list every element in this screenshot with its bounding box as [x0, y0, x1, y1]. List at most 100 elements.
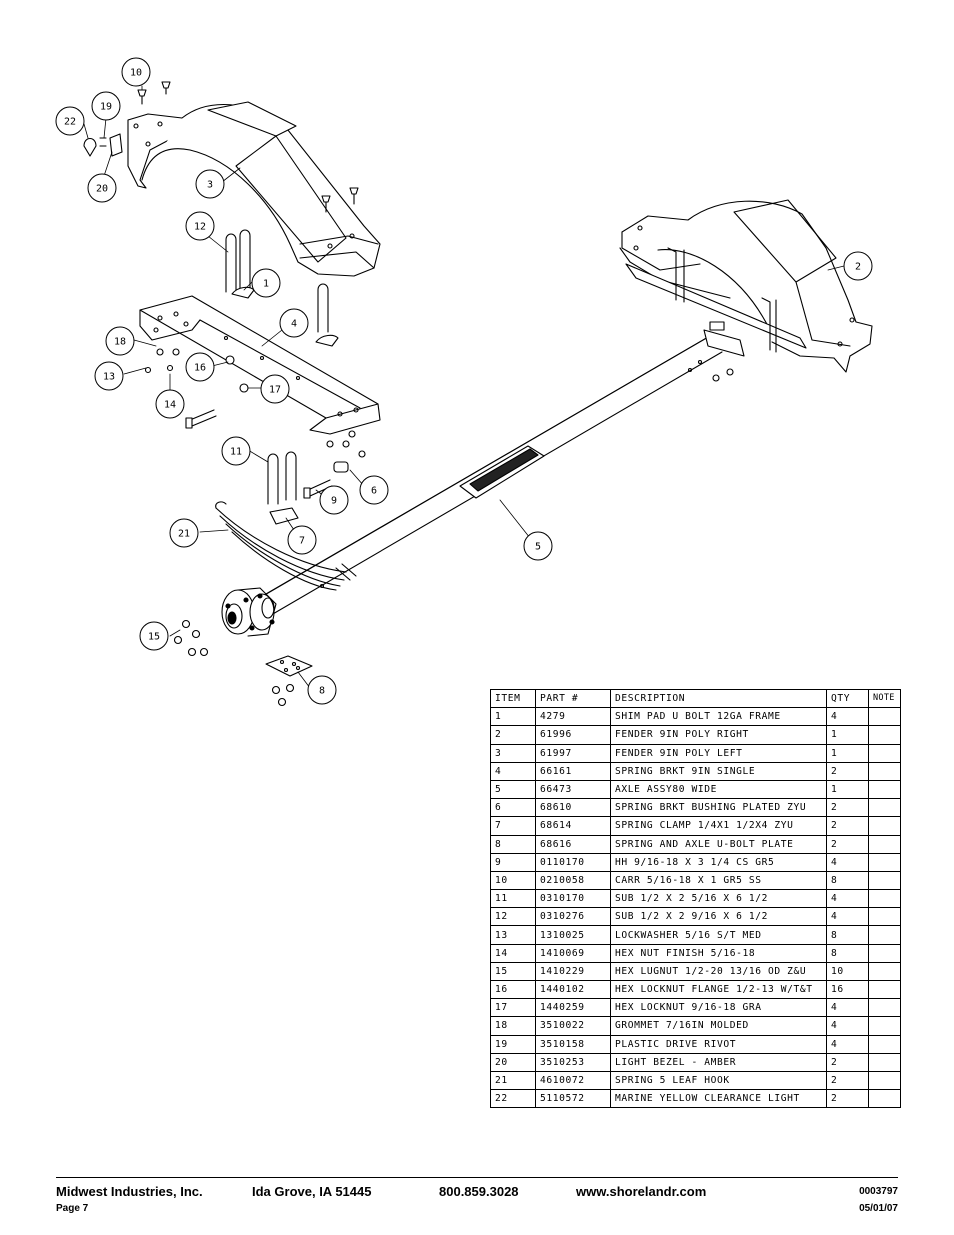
cell-item: 6 — [490, 798, 536, 818]
cell-part-number: 68614 — [535, 816, 611, 836]
fender-left — [127, 101, 381, 277]
cell-item: 20 — [490, 1052, 536, 1072]
cell-description: SUB 1/2 X 2 9/16 X 6 1/2 — [610, 907, 827, 927]
cell-part-number: 1310025 — [535, 925, 611, 945]
cell-note — [868, 1016, 901, 1036]
callout-8: 8 — [307, 675, 337, 705]
cell-item: 14 — [490, 943, 536, 963]
cell-item: 21 — [490, 1070, 536, 1091]
callout-14: 14 — [155, 389, 185, 419]
cell-description: HEX NUT FINISH 5/16-18 — [610, 943, 827, 963]
cell-part-number: 68610 — [535, 798, 611, 818]
callout-circle — [319, 485, 349, 515]
cell-qty: 1 — [826, 725, 869, 745]
cell-item: 3 — [490, 743, 536, 763]
callout-label: 18 — [114, 337, 126, 348]
footer-rule — [56, 1177, 898, 1178]
footer-phone: 800.859.3028 — [439, 1184, 519, 1199]
cell-qty: 4 — [826, 1034, 869, 1054]
cell-qty: 4 — [826, 889, 869, 909]
callout-circle — [843, 251, 873, 281]
cell-qty: 2 — [826, 798, 869, 818]
callout-21: 21 — [169, 518, 199, 548]
callout-18: 18 — [105, 326, 135, 356]
cell-description: PLASTIC DRIVE RIVOT — [610, 1034, 827, 1054]
cell-item: 10 — [490, 870, 536, 891]
cell-item: 9 — [490, 852, 536, 872]
callout-6: 6 — [359, 475, 389, 505]
cell-note — [868, 852, 901, 872]
cell-note — [868, 725, 901, 745]
cell-description: HEX LOCKNUT FLANGE 1/2-13 W/T&T — [610, 979, 827, 1000]
cell-item: 18 — [490, 1016, 536, 1036]
cell-part-number: 0310170 — [535, 889, 611, 909]
cell-part-number: 3510022 — [535, 1016, 611, 1036]
callout-circle — [121, 57, 151, 87]
callout-label: 20 — [96, 184, 108, 195]
cell-description: HH 9/16-18 X 3 1/4 CS GR5 — [610, 852, 827, 872]
footer-website[interactable]: www.shorelandr.com — [576, 1184, 707, 1199]
u-bolts — [225, 229, 329, 505]
cell-part-number: 61996 — [535, 725, 611, 745]
cell-description: FENDER 9IN POLY LEFT — [610, 743, 827, 763]
cell-note — [868, 925, 901, 945]
cell-description: LOCKWASHER 5/16 S/T MED — [610, 925, 827, 945]
cell-description: FENDER 9IN POLY RIGHT — [610, 725, 827, 745]
header-item: ITEM — [490, 688, 536, 709]
cell-note — [868, 979, 901, 1000]
callout-label: 19 — [100, 102, 112, 113]
callout-circle — [307, 675, 337, 705]
cell-note — [868, 707, 901, 727]
cell-item: 1 — [490, 707, 536, 727]
cell-qty: 10 — [826, 961, 869, 982]
callout-label: 5 — [535, 542, 541, 553]
callout-label: 9 — [331, 496, 337, 507]
callout-2: 2 — [843, 251, 873, 281]
cell-note — [868, 1052, 901, 1072]
cell-item: 22 — [490, 1089, 536, 1109]
cell-description: AXLE ASSY80 WIDE — [610, 779, 827, 800]
callout-19: 19 — [91, 91, 121, 121]
callout-9: 9 — [319, 485, 349, 515]
cell-part-number: 1410069 — [535, 943, 611, 963]
cell-note — [868, 961, 901, 982]
footer-page-number: Page 7 — [56, 1203, 89, 1214]
cell-part-number: 0110170 — [535, 852, 611, 872]
cell-description: HEX LUGNUT 1/2-20 13/16 OD Z&U — [610, 961, 827, 982]
cell-qty: 4 — [826, 907, 869, 927]
callout-circle — [55, 106, 85, 136]
callout-circle — [251, 268, 281, 298]
clearance-light — [83, 133, 123, 157]
cell-item: 4 — [490, 761, 536, 781]
callout-circle — [94, 361, 124, 391]
callout-13: 13 — [94, 361, 124, 391]
callout-circle — [185, 211, 215, 241]
callout-circle — [260, 374, 290, 404]
callout-label: 3 — [207, 180, 213, 191]
callout-circle — [139, 621, 169, 651]
callout-label: 2 — [855, 262, 861, 273]
callout-circle — [523, 531, 553, 561]
callout-label: 14 — [164, 400, 176, 411]
cell-description: SPRING CLAMP 1/4X1 1/2X4 ZYU — [610, 816, 827, 836]
header-note: NOTE — [868, 688, 901, 709]
callout-label: 11 — [230, 447, 242, 458]
callout-circle — [287, 525, 317, 555]
cell-note — [868, 907, 901, 927]
cell-part-number: 66161 — [535, 761, 611, 781]
cell-description: SHIM PAD U BOLT 12GA FRAME — [610, 707, 827, 727]
cell-note — [868, 761, 901, 781]
